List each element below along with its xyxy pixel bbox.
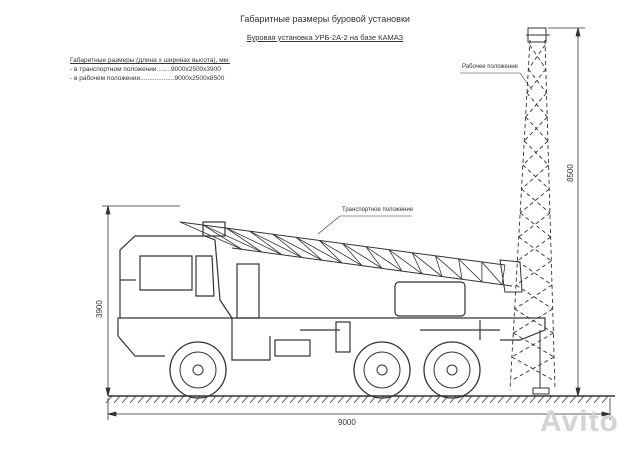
leader-working-position: [460, 72, 533, 91]
dim-height-transport-value: 3900: [95, 300, 104, 318]
drawing-subtitle: Буровая установка УРБ-2А-2 на базе КАМАЗ: [246, 33, 404, 42]
truck-chassis: [117, 221, 546, 361]
front-wheel: [169, 341, 227, 399]
mast-working-position: [509, 39, 556, 391]
dimension-length: [107, 398, 611, 420]
outrigger-jack: [532, 330, 550, 395]
dim-length-value: 9000: [338, 418, 356, 427]
specs-header: Габаритные размеры (длина х ширинах высо…: [70, 57, 230, 64]
dim-height-working-value: 8500: [566, 164, 575, 182]
specs-working: - в рабочем положении...................…: [70, 75, 225, 82]
mast-transport-position: [179, 221, 523, 293]
label-transport-position: Транспортное положение: [342, 207, 414, 213]
watermark-logo: Avito: [540, 405, 619, 438]
dimension-height-working: [548, 27, 585, 397]
specs-block: Габаритные размеры (длина х ширинах высо…: [70, 56, 230, 83]
specs-transport: - в транспортном положении........9000х2…: [70, 66, 221, 73]
label-working-position: Рабочее положение: [462, 64, 518, 70]
dimension-height-transport: [102, 205, 180, 397]
leader-transport-position: [317, 215, 412, 235]
mast-crown: [526, 27, 550, 43]
drawing-title: Габаритные размеры буровой установки: [240, 14, 410, 24]
rear-wheel-1: [353, 341, 411, 399]
rear-wheel-2: [423, 341, 481, 399]
ground-line: [105, 395, 615, 404]
